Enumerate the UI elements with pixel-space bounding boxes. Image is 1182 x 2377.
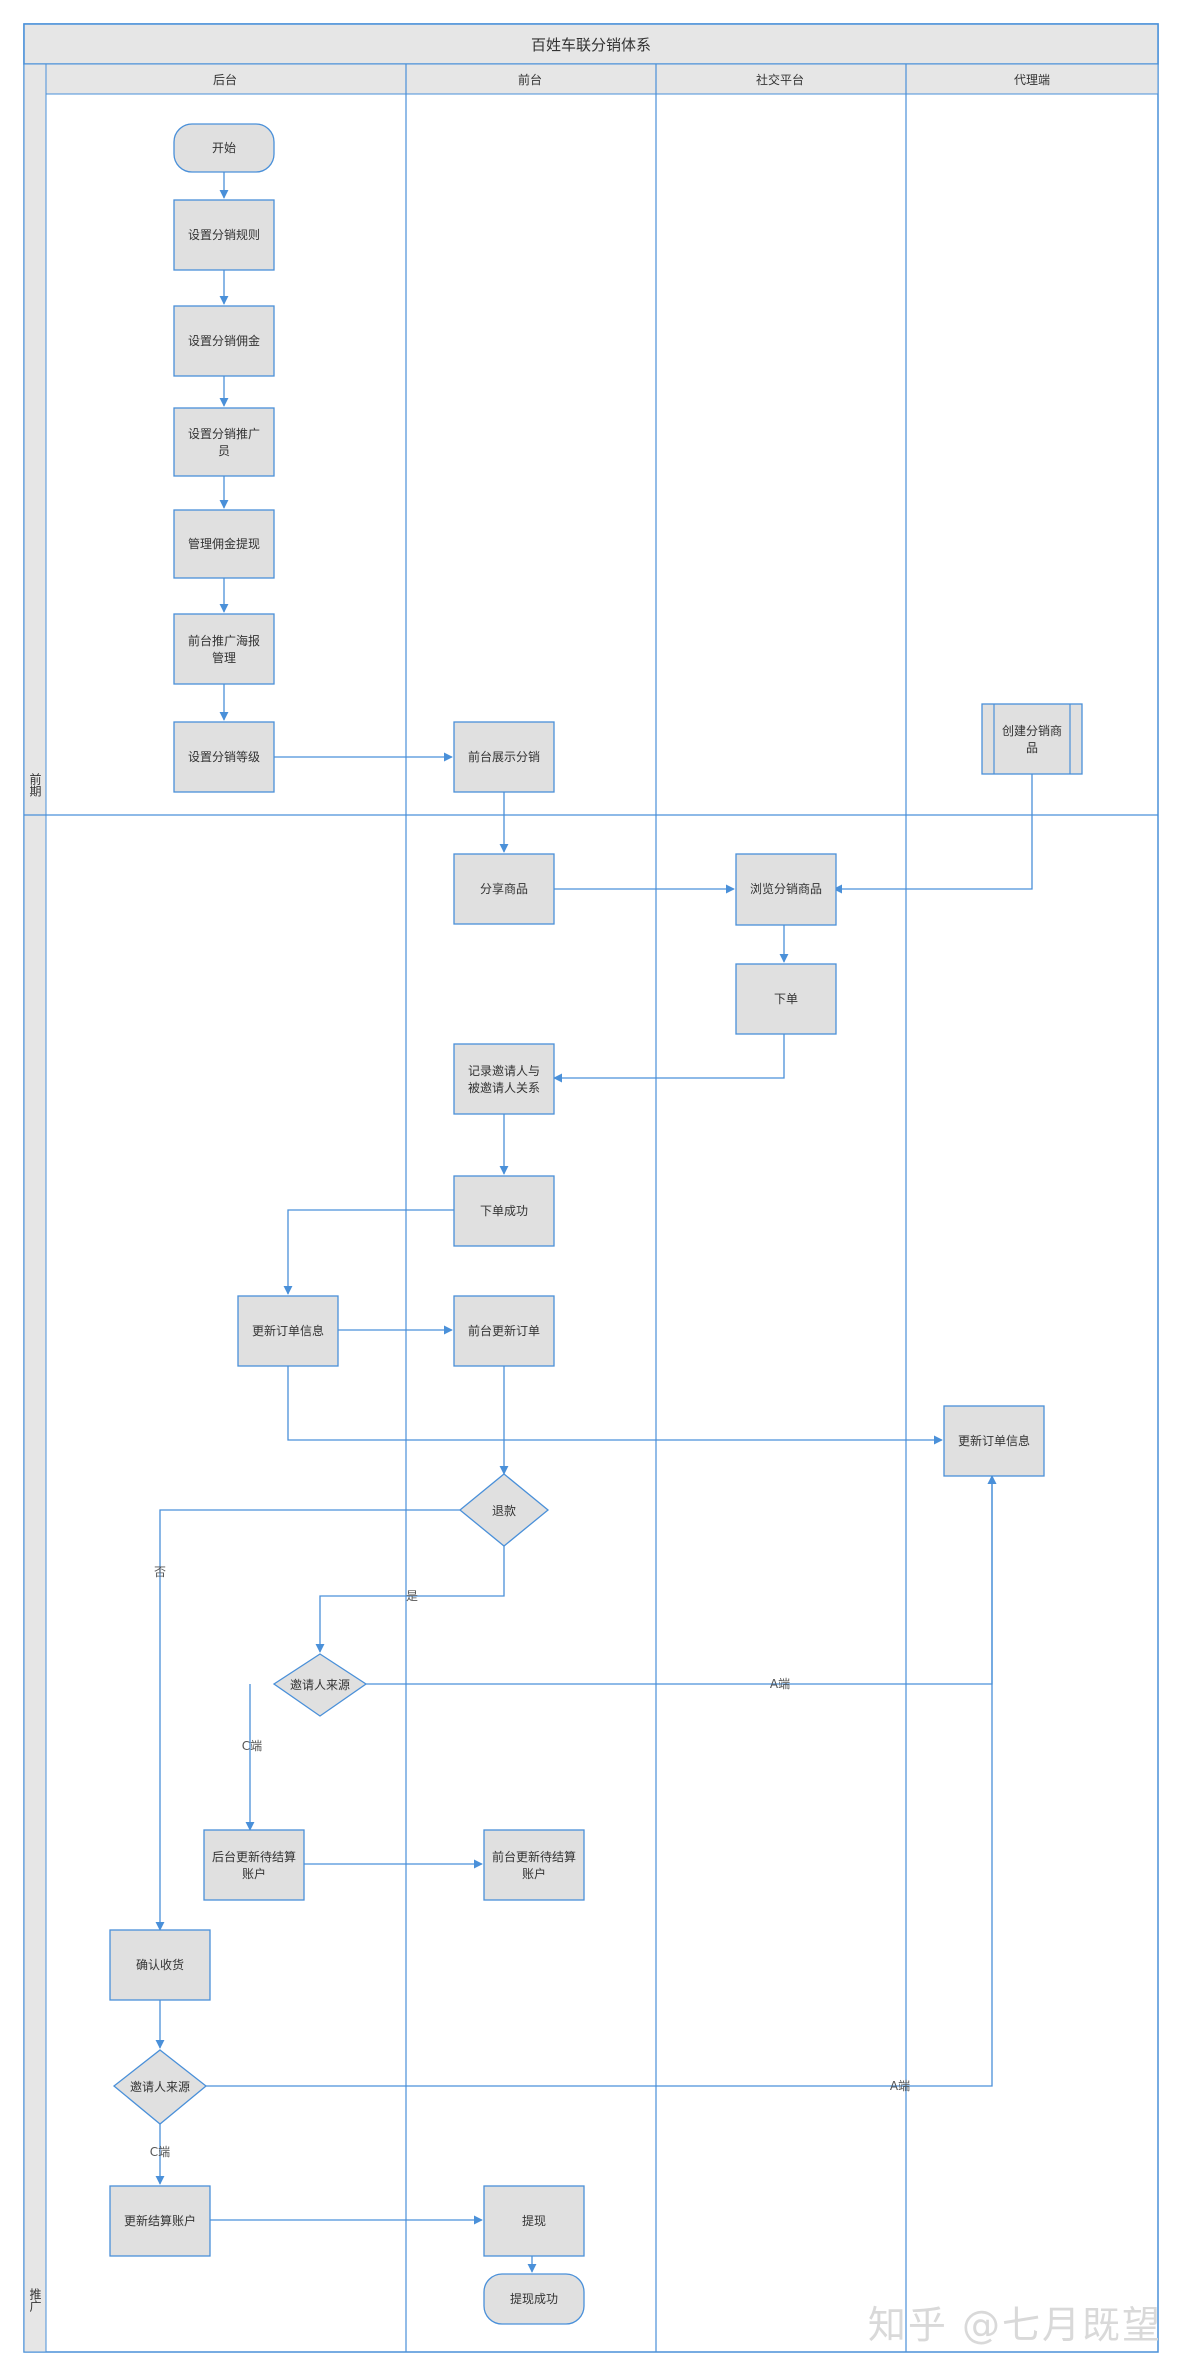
label-front-update-order: 前台更新订单	[468, 1323, 540, 1338]
edge-label-yes: 是	[406, 1589, 418, 1603]
node-poster-manage	[173, 613, 275, 685]
node-place-order	[735, 963, 837, 1035]
edge-refund-no	[155, 1509, 460, 1931]
node-set-level	[173, 721, 275, 793]
label-set-rules: 设置分销规则	[188, 227, 260, 242]
node-confirm-receipt	[109, 1929, 211, 2001]
edge-source2-a	[206, 1475, 997, 2087]
label-update-order-back: 更新订单信息	[252, 1323, 324, 1338]
label-refund: 退款	[492, 1504, 516, 1518]
node-update-order-back	[237, 1295, 339, 1367]
label-withdraw-success: 提现成功	[510, 2291, 558, 2306]
label-line: 前台推广海报	[188, 633, 260, 648]
edge-success-updateback	[283, 1209, 454, 1295]
label-set-level: 设置分销等级	[188, 750, 260, 764]
node-update-settle	[109, 2185, 211, 2257]
node-update-order-agent	[943, 1405, 1045, 1477]
edge-refund-yes	[315, 1546, 505, 1653]
label-line: 前台更新待结算	[492, 1849, 576, 1864]
node-withdraw-success	[483, 2273, 585, 2325]
label-line: 被邀请人关系	[468, 1080, 540, 1095]
edge-label-c-end-1: C端	[242, 1739, 262, 1753]
label-line: 账户	[242, 1866, 266, 1881]
label-line: 创建分销商	[1002, 723, 1062, 738]
label-update-order-agent: 更新订单信息	[958, 1433, 1030, 1448]
label-front-update-pending: 前台更新待结算账户	[492, 1849, 576, 1881]
label-line: 管理	[212, 650, 236, 665]
label-line: 员	[218, 444, 230, 458]
label-line: 品	[1026, 741, 1038, 755]
label-line: 账户	[522, 1866, 546, 1881]
label-line: 后台更新待结算	[212, 1849, 296, 1864]
label-record-relation: 记录邀请人与被邀请人关系	[468, 1063, 540, 1095]
edge-order-record	[553, 1034, 785, 1083]
node-start	[173, 123, 275, 173]
edge-label-a-end-1: A端	[770, 1677, 790, 1691]
node-browse-goods	[735, 853, 837, 926]
label-browse-goods: 浏览分销商品	[750, 881, 822, 896]
phase-column	[23, 63, 47, 2353]
lane-label-backend: 后台	[213, 72, 237, 87]
label-line: 记录邀请人与	[468, 1063, 540, 1078]
node-inviter-source-1	[272, 1653, 368, 1717]
node-inviter-source-2	[112, 2049, 208, 2125]
phase-label-early: 前期	[28, 772, 42, 797]
label-manage-withdraw: 管理佣金提现	[188, 536, 260, 551]
label-confirm-receipt: 确认收货	[136, 1957, 184, 1972]
phase-label-promotion: 推广	[28, 2288, 42, 2313]
node-withdraw	[483, 2185, 585, 2257]
label-withdraw: 提现	[522, 2213, 546, 2228]
lane-label-agent: 代理端	[1014, 73, 1050, 87]
label-front-show: 前台展示分销	[468, 749, 540, 764]
node-record-relation	[453, 1043, 555, 1115]
label-inviter-source-1: 邀请人来源	[290, 1677, 350, 1692]
edge-label-c-end-2: C端	[150, 2145, 170, 2159]
label-back-update-pending: 后台更新待结算账户	[212, 1849, 296, 1881]
node-order-success	[453, 1175, 555, 1247]
lane-header-bar	[45, 63, 1159, 95]
label-set-commission: 设置分销佣金	[188, 333, 260, 348]
watermark: 知乎 @七月既望	[867, 2303, 1162, 2347]
label-create-goods: 创建分销商品	[1002, 723, 1062, 755]
node-refund	[458, 1473, 550, 1547]
edge-label-a-end-2: A端	[890, 2079, 910, 2093]
node-manage-withdraw	[173, 509, 275, 579]
label-share-goods: 分享商品	[480, 881, 528, 896]
label-set-promoter: 设置分销推广员	[188, 427, 260, 458]
edges	[155, 172, 1033, 2273]
label-line: 设置分销推广	[188, 427, 260, 441]
node-create-goods	[981, 703, 1083, 775]
diagram-title: 百姓车联分销体系	[531, 36, 651, 54]
lane-label-frontend: 前台	[518, 72, 542, 87]
label-place-order: 下单	[774, 992, 798, 1006]
node-set-rules	[173, 199, 275, 271]
edge-updateback-agentupdate	[287, 1366, 943, 1445]
label-update-settle: 更新结算账户	[124, 2213, 196, 2228]
lane-label-social: 社交平台	[756, 72, 804, 87]
node-front-update-pending	[483, 1829, 585, 1901]
edge-create-browse	[833, 774, 1033, 894]
node-set-promoter	[173, 407, 275, 477]
node-back-update-pending	[203, 1829, 305, 1901]
node-front-show	[453, 721, 555, 793]
node-share-goods	[453, 853, 555, 925]
label-inviter-source-2: 邀请人来源	[130, 2079, 190, 2094]
node-front-update-order	[453, 1295, 555, 1367]
title-bar	[23, 23, 1159, 65]
label-start: 开始	[212, 141, 236, 155]
label-order-success: 下单成功	[480, 1204, 528, 1218]
edge-label-no: 否	[154, 1565, 166, 1579]
node-set-commission	[173, 305, 275, 377]
label-poster-manage: 前台推广海报管理	[188, 633, 260, 665]
